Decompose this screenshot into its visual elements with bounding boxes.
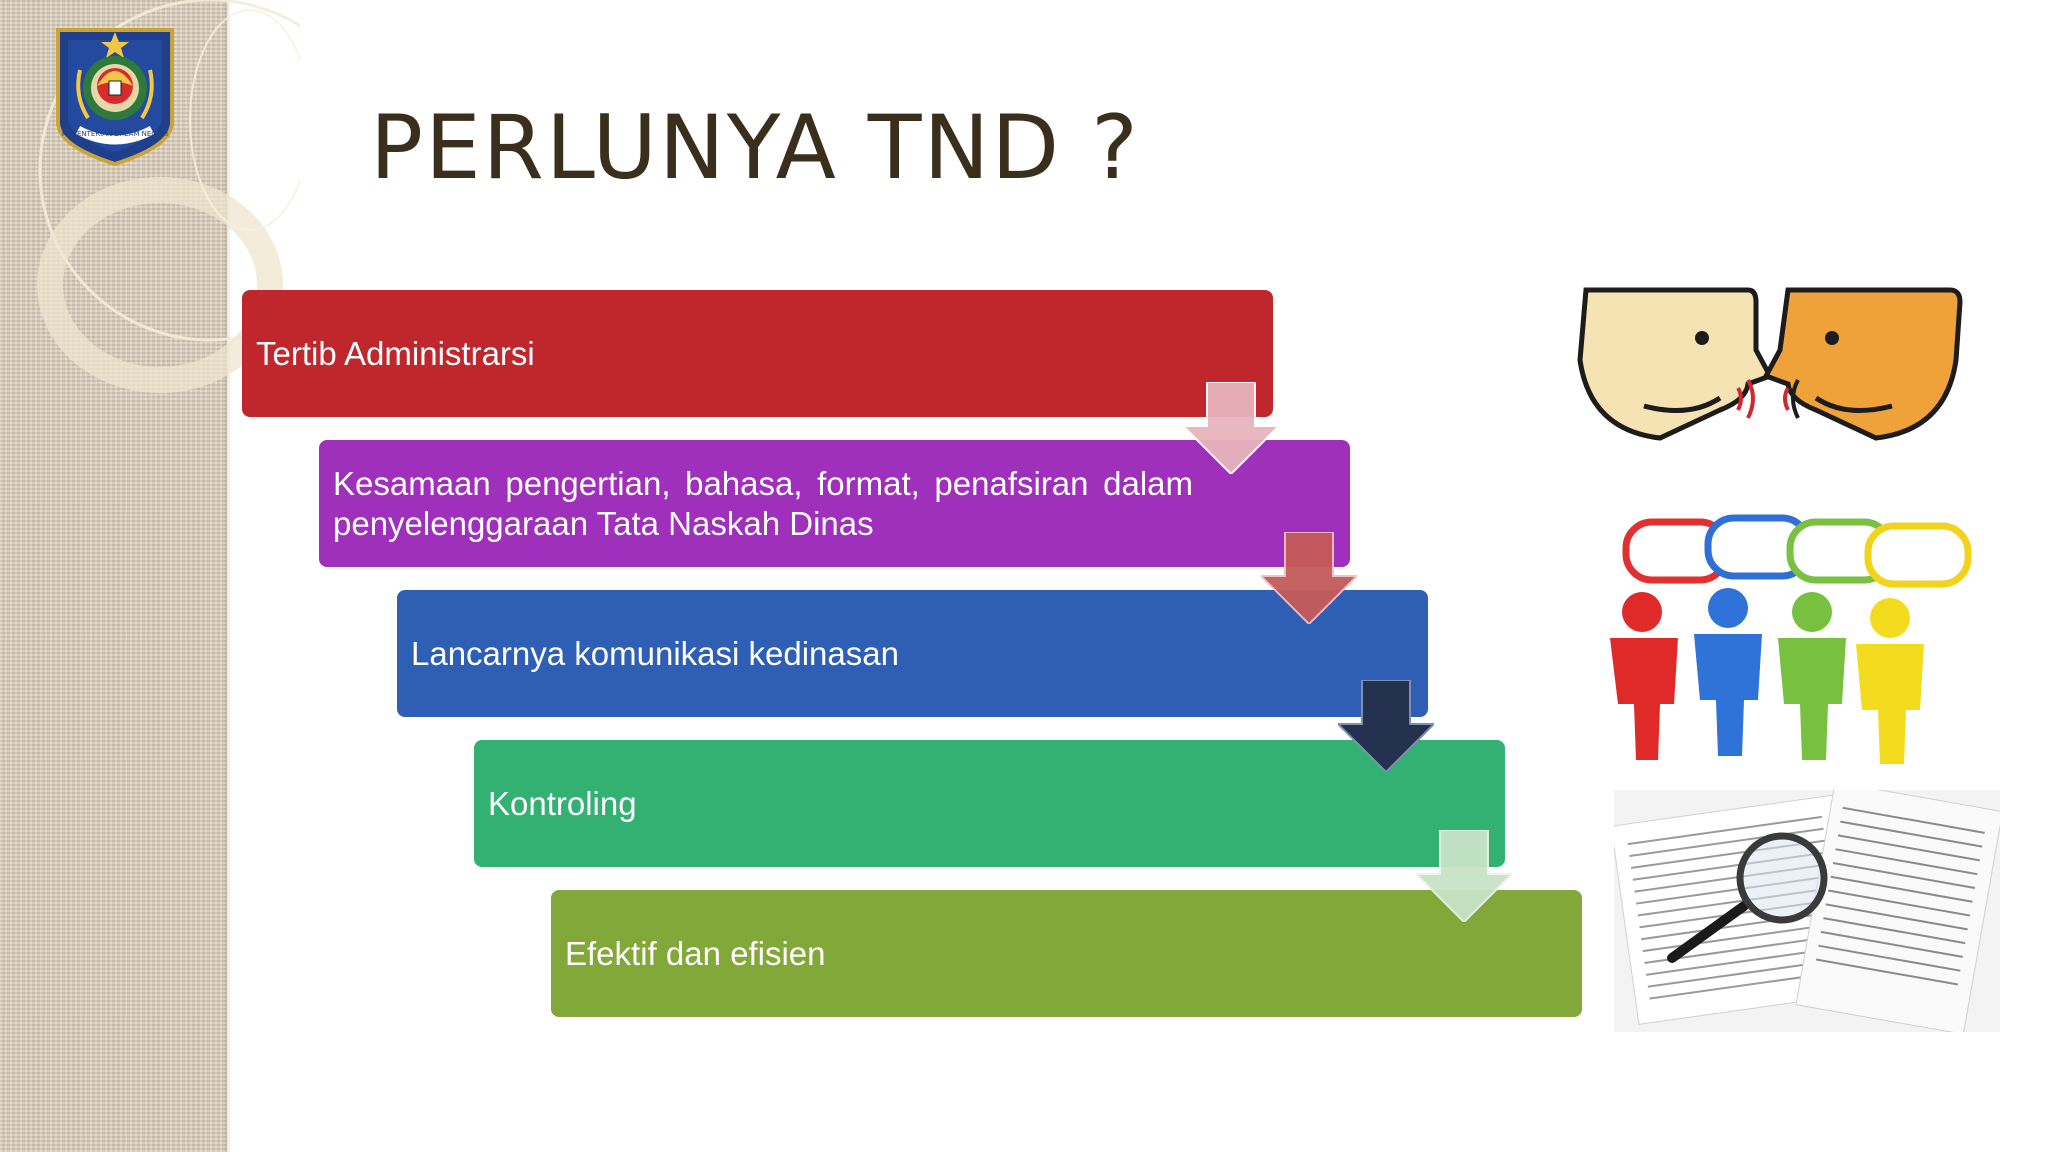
arrow-down-icon	[1416, 830, 1512, 922]
documents-magnifier-icon	[1614, 790, 2000, 1032]
step-box-kontroling: Kontroling	[474, 740, 1505, 867]
arrow-down-icon	[1261, 532, 1357, 624]
arrow-down-icon	[1183, 382, 1279, 474]
decorative-rings	[37, 0, 300, 393]
people-speech-bubbles-icon	[1610, 514, 1972, 764]
step-label: Kesamaan pengertian, bahasa, format, pen…	[333, 464, 1193, 542]
step-box-kesamaan-pengertian: Kesamaan pengertian, bahasa, format, pen…	[319, 440, 1350, 567]
step-label: Efektif dan efisien	[565, 934, 826, 972]
step-box-komunikasi-kedinasan: Lancarnya komunikasi kedinasan	[397, 590, 1428, 717]
side-panel-edge	[225, 0, 231, 1152]
talking-faces-icon	[1577, 287, 1963, 441]
arrow-down-icon	[1338, 680, 1434, 772]
step-label: Lancarnya komunikasi kedinasan	[411, 634, 899, 672]
step-label: Tertib Administrarsi	[256, 334, 535, 372]
step-box-tertib-administrasi: Tertib Administrarsi	[242, 290, 1273, 417]
svg-text:KEMENTERIAN DALAM NEGERI: KEMENTERIAN DALAM NEGERI	[62, 130, 168, 138]
step-label: Kontroling	[488, 784, 637, 822]
ministry-emblem-icon: KEMENTERIAN DALAM NEGERI	[56, 28, 174, 166]
step-box-efektif-efisien: Efektif dan efisien	[551, 890, 1582, 1017]
slide-title: PERLUNYA TND ?	[370, 96, 1140, 199]
